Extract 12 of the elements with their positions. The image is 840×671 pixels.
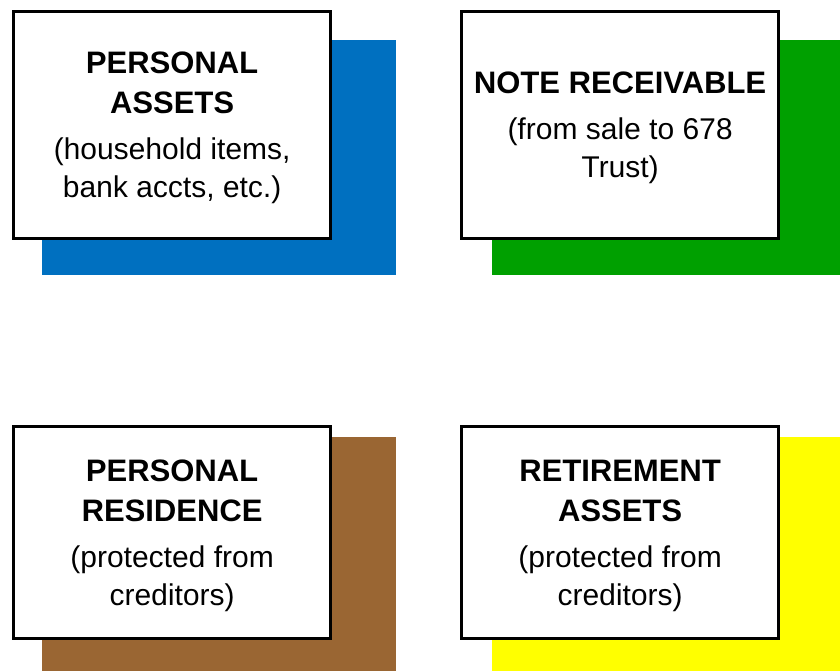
- box-heading: PERSONAL ASSETS: [84, 44, 260, 122]
- box-description: (household items, bank accts, etc.): [52, 132, 292, 206]
- asset-box: [460, 10, 780, 240]
- asset-box: [12, 10, 332, 240]
- asset-box: [12, 425, 332, 640]
- box-heading: PERSONAL RESIDENCE: [80, 452, 264, 530]
- box-description: (protected from creditors): [517, 540, 723, 614]
- box-description: (protected from creditors): [69, 540, 275, 614]
- box-heading: NOTE RECEIVABLE: [474, 64, 766, 102]
- asset-box: [460, 425, 780, 640]
- box-heading: RETIREMENT ASSETS: [518, 452, 722, 530]
- box-description: (from sale to 678 Trust): [506, 112, 734, 186]
